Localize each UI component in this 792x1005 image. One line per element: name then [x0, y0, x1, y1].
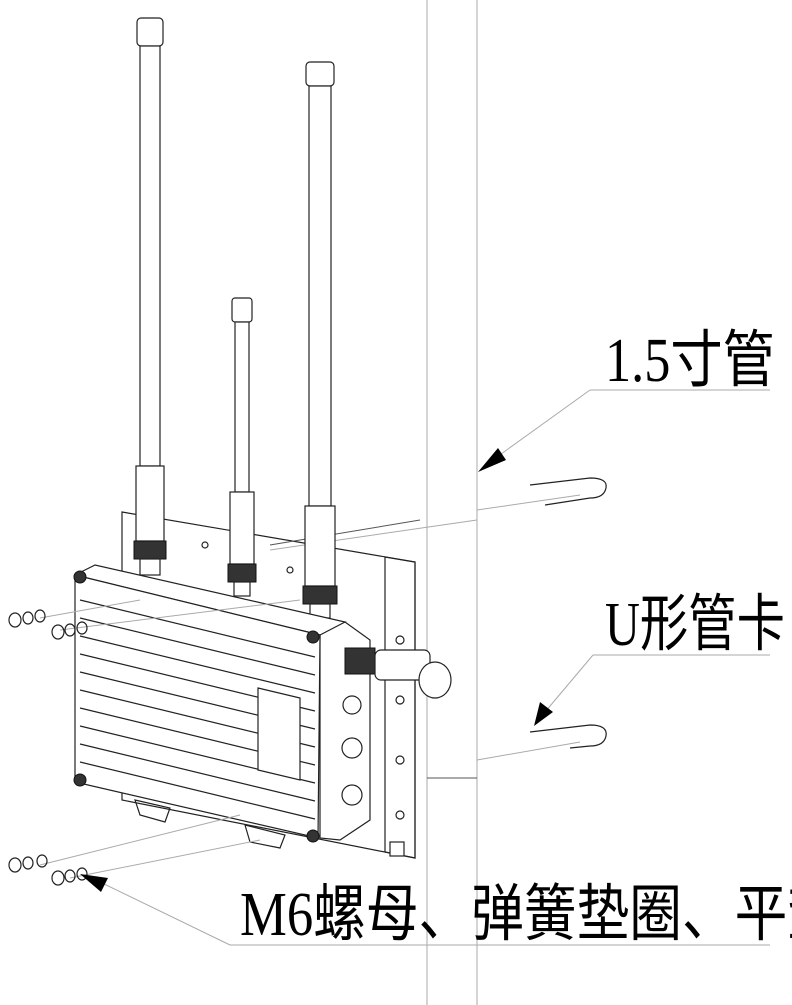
label-hardware: M6螺母、弹簧垫圈、平垫: [240, 881, 792, 949]
antenna-left: [133, 17, 167, 576]
nuts-washers: [8, 599, 301, 886]
side-connector: [344, 647, 452, 699]
arrow-icon: [534, 702, 553, 726]
pipe: [426, 0, 478, 1005]
arrow-icon: [478, 448, 506, 472]
arrow-icon: [80, 874, 108, 892]
ap-device: [73, 564, 371, 849]
label-u-clamp: U形管卡: [605, 591, 785, 659]
callout-hardware: M6螺母、弹簧垫圈、平垫: [80, 874, 792, 949]
callout-u-clamp: U形管卡: [534, 591, 785, 726]
antenna-middle: [227, 297, 257, 597]
u-clamp-bottom: [427, 724, 607, 779]
label-pipe: 1.5寸管: [605, 327, 775, 395]
callout-pipe: 1.5寸管: [478, 327, 775, 472]
antenna-right: [302, 61, 338, 619]
